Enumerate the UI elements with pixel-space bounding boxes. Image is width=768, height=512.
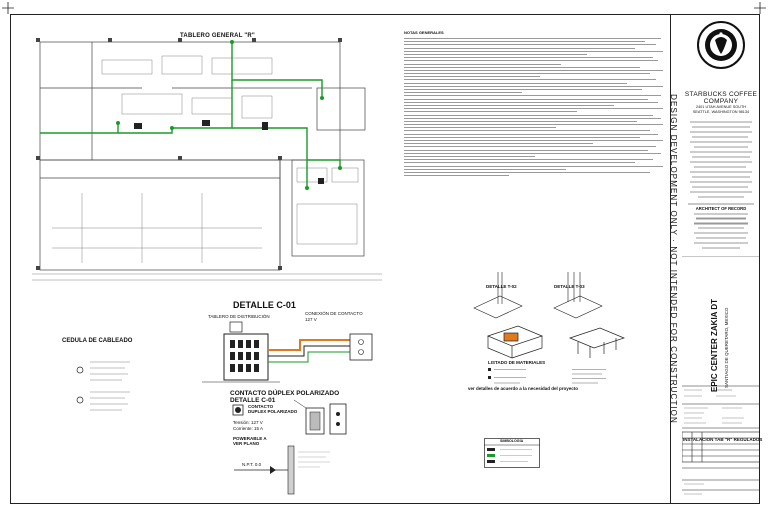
design-development-strip: DESIGN DEVELOPMENT ONLY · NOT INTENDED F… xyxy=(666,14,680,504)
detalle-c01-drawing xyxy=(202,321,373,383)
box-details-drawing xyxy=(487,325,625,359)
detalle-t02-label: DETALLE T-02 xyxy=(486,284,517,289)
title-block xyxy=(670,14,760,504)
contacto-duplex-title: CONTACTO DÚPLEX POLARIZADO DETALLE C-01 xyxy=(230,390,339,404)
architect-of-record-title: ARCHITECT OF RECORD xyxy=(695,206,747,211)
design-development-text: DESIGN DEVELOPMENT ONLY · NOT INTENDED F… xyxy=(669,94,678,424)
ver-detalles-note: ver detalles de acuerdo a la necesidad d… xyxy=(468,386,579,391)
powerable-note: POWERABLE A xyxy=(233,436,267,441)
detalle-t03-label: DETALLE T-03 xyxy=(554,284,585,289)
contacto-duplex-title-line2: DETALLE C-01 xyxy=(230,397,276,404)
disclaimer-text-block xyxy=(688,121,754,225)
project-name: EPIC CENTER ZAKIA DT xyxy=(710,298,719,392)
outlet-box-exploded-drawing xyxy=(293,399,347,435)
title-block-grid xyxy=(682,256,760,495)
client-block: STARBUCKS COFFEE COMPANY 2401 UTAH AVENU… xyxy=(682,91,760,114)
architect-text-block xyxy=(694,217,748,249)
floor-plan xyxy=(32,38,382,281)
ver-plano-note: VER PLANO xyxy=(233,441,260,446)
cedula-cableado-title: CEDULA DE CABLEADO xyxy=(62,338,133,344)
detalle-t02-t03-drawing xyxy=(473,272,603,319)
duplex-outlet-icon xyxy=(232,404,244,416)
client-address-line1: 2401 UTAH AVENUE SOUTH xyxy=(695,105,747,109)
starbucks-logo-icon xyxy=(697,21,745,69)
contacto-duplex-title-line1: CONTACTO DÚPLEX POLARIZADO xyxy=(230,390,340,397)
tablero-general-label: TABLERO GENERAL "R" xyxy=(180,33,255,39)
sheet-name: INSTALACION TAB "R" REGULADOS xyxy=(683,437,763,442)
listado-materiales-title: LISTADO DE MATERIALES xyxy=(488,360,546,365)
general-notes: NOTAS GENERALES xyxy=(404,30,666,270)
project-location: SANTIAGO DE QUERETARO, MEXICO xyxy=(724,307,729,388)
simbologia-title: SIMBOLOGÍA xyxy=(500,439,524,443)
notes-title: NOTAS GENERALES xyxy=(404,30,444,35)
client-name-line2: COMPANY xyxy=(703,97,739,105)
simbologia-legend xyxy=(484,438,540,468)
project-name-block: EPIC CENTER ZAKIA DT xyxy=(704,292,719,392)
drawing-sheet-border xyxy=(10,14,760,504)
duplex-installation-drawing xyxy=(234,445,330,495)
project-location-block: SANTIAGO DE QUERETARO, MEXICO xyxy=(724,292,734,392)
conexion-voltage-label: 127 V xyxy=(305,317,317,322)
contacto-label: CONTACTO xyxy=(248,404,274,409)
title-block-content: STARBUCKS COFFEE COMPANY 2401 UTAH AVENU… xyxy=(682,14,760,504)
npt-label: N.P.T. 0.0 xyxy=(242,462,262,467)
detalle-c01-title: DETALLE C-01 xyxy=(233,300,296,310)
client-address-line2: SEATTLE, WASHINGTON 98134 xyxy=(692,109,750,114)
corriente-label: Corriente: 15 A xyxy=(233,426,264,431)
corner-mark-top-left xyxy=(2,2,14,14)
cedula-cableado-table xyxy=(76,361,130,411)
conexion-contacto-label: CONEXIÓN DE CONTACTO xyxy=(305,311,363,316)
duplex-polarizado-label: DUPLEX POLARIZADO xyxy=(248,409,298,414)
client-name-line1: STARBUCKS COFFEE xyxy=(684,91,758,98)
tablero-distribucion-label: TABLERO DE DISTRIBUCIÓN xyxy=(208,314,270,319)
tension-label: Tensión: 127 V xyxy=(233,420,263,425)
materials-list xyxy=(488,368,606,384)
corner-mark-top-right xyxy=(754,2,766,14)
